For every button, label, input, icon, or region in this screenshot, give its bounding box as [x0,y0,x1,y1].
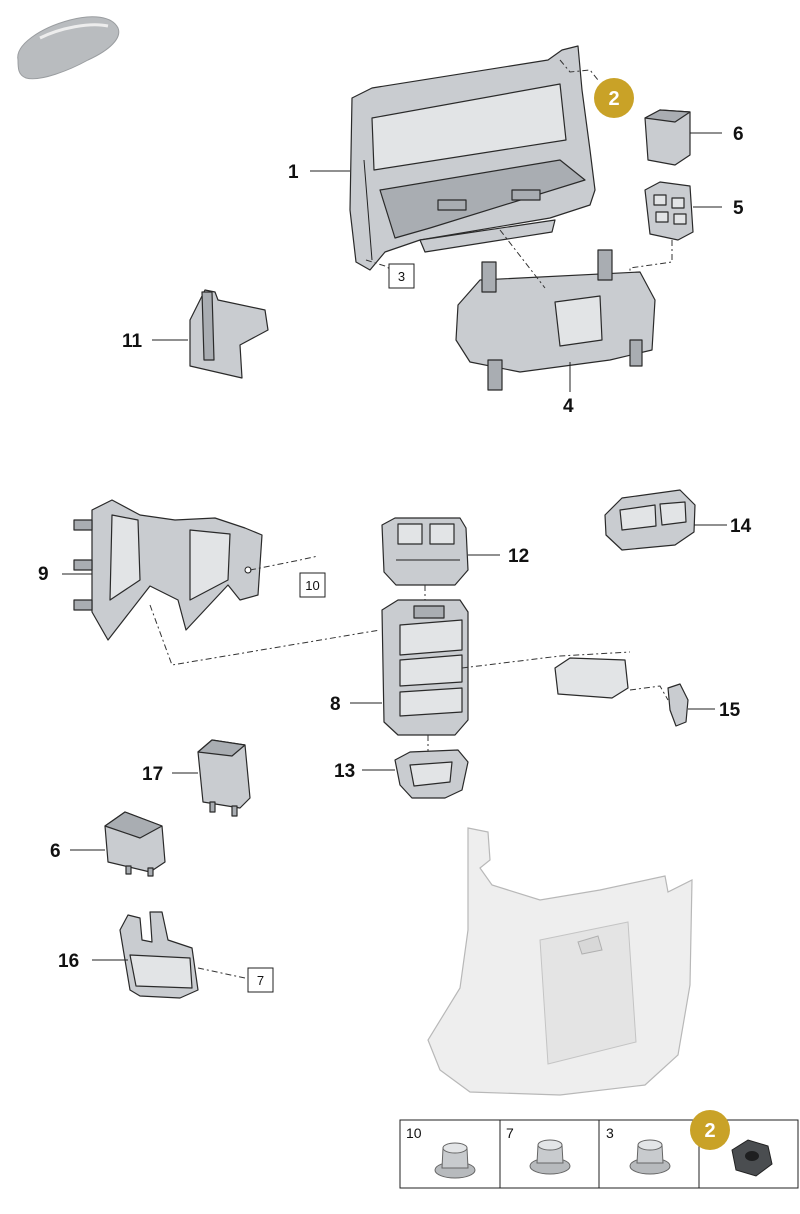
callout-8: 8 [330,694,341,715]
callout-14: 14 [730,516,752,537]
svg-text:7: 7 [506,1125,514,1141]
cover-trim-panel [427,827,693,1096]
svg-text:10: 10 [406,1125,422,1141]
part-17-relay [197,739,251,817]
fastener-cell-10: 10 [406,1125,476,1179]
svg-text:3: 3 [606,1125,614,1141]
reference-box-3: 3 [388,263,415,289]
callout-9: 9 [38,564,49,585]
part-14-holder-frame [604,489,696,551]
svg-text:10: 10 [305,578,319,593]
part-12-connector-housing [381,517,469,586]
callout-1: 1 [288,162,299,183]
reference-box-10: 10 [299,572,326,598]
flange-nut-icon [529,1139,571,1175]
part-16-relay-holder [119,911,199,999]
callout-15: 15 [719,700,741,721]
part-9-harness-holder [73,499,263,641]
svg-text:2: 2 [704,1120,715,1142]
fastener-cell-3: 3 [606,1125,671,1175]
callout-16: 16 [58,951,79,972]
svg-text:2: 2 [608,88,619,110]
part-6-relay-top [644,109,691,166]
part-5-relay-socket [644,181,694,241]
svg-text:7: 7 [257,973,264,988]
fastener-table: 10 7 3 [399,1119,799,1189]
part-15-fuse-clip [554,657,689,727]
part-8-fuse-box [381,599,469,736]
callout-13: 13 [334,761,355,782]
flange-nut-icon [434,1142,476,1179]
part-6-relay-lower [104,811,166,877]
part-13-bracket [394,749,469,799]
fastener-cell-2 [731,1139,773,1177]
svg-text:3: 3 [398,269,405,284]
part-11-clip [189,289,269,379]
callout-5: 5 [733,198,744,219]
part-4-fuse-carrier [455,249,656,391]
part-1-mounting-bracket [349,45,596,271]
callout-4: 4 [563,396,574,417]
vehicle-icon [17,16,120,80]
callout-17: 17 [142,764,163,785]
callout-12: 12 [508,546,529,567]
hex-nut-icon [731,1139,773,1177]
callout-6-top: 6 [733,124,744,145]
badge-2: 2 [594,78,634,118]
fastener-cell-7: 7 [506,1125,571,1175]
badge-2-table: 2 [690,1110,730,1150]
callout-11: 11 [122,331,143,352]
callout-6-lower: 6 [50,841,61,862]
reference-box-7: 7 [247,967,274,993]
flange-nut-icon [629,1139,671,1175]
